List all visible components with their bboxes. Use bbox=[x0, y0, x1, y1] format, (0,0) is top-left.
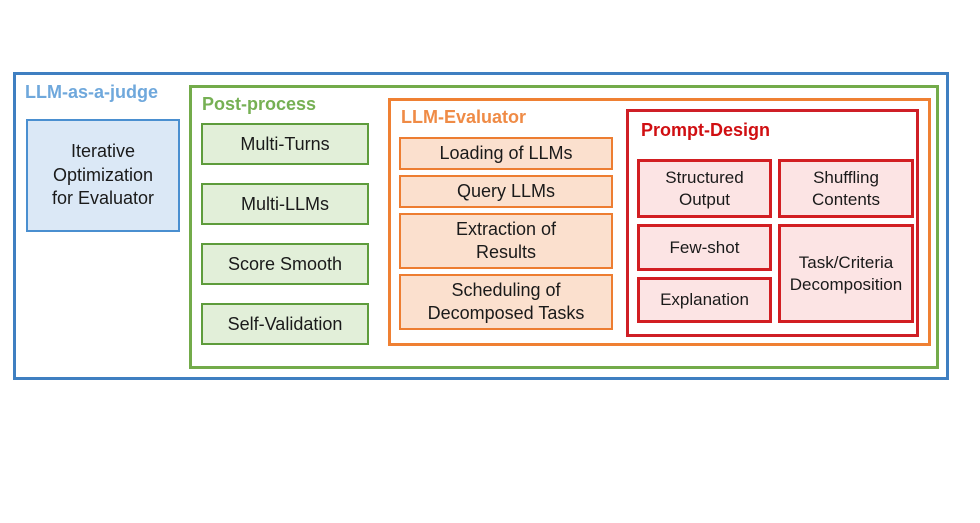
card-label: Loading of LLMs bbox=[439, 142, 573, 163]
card-line-2: Decomposed Tasks bbox=[427, 303, 585, 323]
group-post-process: Post-process Multi-Turns Multi-LLMs Scor… bbox=[189, 85, 939, 369]
group-title-llm-as-a-judge: LLM-as-a-judge bbox=[25, 82, 158, 102]
card-loading-of-llms: Loading of LLMs bbox=[399, 137, 613, 170]
card-line-2: Decomposition bbox=[789, 274, 903, 294]
card-structured-output: Structured Output bbox=[637, 159, 772, 218]
card-line-1: Scheduling of bbox=[451, 279, 561, 300]
card-line-2: Contents bbox=[811, 189, 881, 209]
group-title-prompt-design: Prompt-Design bbox=[641, 120, 771, 140]
card-score-smooth: Score Smooth bbox=[201, 243, 369, 285]
prompt-design-card-grid: Structured Output Few-shot Explanation bbox=[637, 159, 914, 329]
prompt-design-left-column: Structured Output Few-shot Explanation bbox=[637, 159, 772, 329]
card-line-2: Optimization bbox=[52, 164, 154, 185]
post-process-card-list: Multi-Turns Multi-LLMs Score Smooth Self… bbox=[201, 123, 369, 363]
card-label: Multi-Turns bbox=[240, 133, 330, 154]
group-title-llm-evaluator: LLM-Evaluator bbox=[401, 107, 527, 127]
card-label: Few-shot bbox=[669, 237, 740, 257]
card-label: Query LLMs bbox=[456, 180, 556, 201]
card-explanation: Explanation bbox=[637, 277, 772, 323]
card-shuffling-contents: Shuffling Contents bbox=[778, 159, 914, 218]
card-extraction-of-results: Extraction of Results bbox=[399, 213, 613, 269]
card-scheduling-of-decomposed-tasks: Scheduling of Decomposed Tasks bbox=[399, 274, 613, 330]
card-self-validation: Self-Validation bbox=[201, 303, 369, 345]
llm-evaluator-card-list: Loading of LLMs Query LLMs Extraction of… bbox=[399, 137, 613, 335]
card-label: Score Smooth bbox=[227, 253, 343, 274]
card-task-criteria-decomposition: Task/Criteria Decomposition bbox=[778, 224, 914, 323]
card-line-2: Results bbox=[475, 242, 536, 262]
prompt-design-right-column: Shuffling Contents Task/Criteria Decompo… bbox=[778, 159, 914, 329]
card-few-shot: Few-shot bbox=[637, 224, 772, 271]
group-prompt-design: Prompt-Design Structured Output Few-shot bbox=[626, 109, 919, 337]
card-line-2: Output bbox=[678, 189, 731, 209]
card-line-3: for Evaluator bbox=[51, 188, 155, 209]
group-llm-evaluator: LLM-Evaluator Loading of LLMs Query LLMs… bbox=[388, 98, 931, 346]
card-multi-llms: Multi-LLMs bbox=[201, 183, 369, 225]
card-line-1: Shuffling bbox=[813, 168, 879, 188]
card-line-1: Structured bbox=[665, 168, 744, 188]
card-label: Explanation bbox=[660, 290, 749, 310]
card-multi-turns: Multi-Turns bbox=[201, 123, 369, 165]
card-label: Multi-LLMs bbox=[240, 193, 329, 214]
card-line-1: Extraction of bbox=[455, 218, 557, 239]
card-label: Self-Validation bbox=[227, 313, 343, 334]
card-query-llms: Query LLMs bbox=[399, 175, 613, 208]
card-line-1: Task/Criteria bbox=[798, 253, 894, 273]
card-line-1: Iterative bbox=[70, 140, 136, 161]
framework-diagram: LLM-as-a-judge Iterative Optimization fo… bbox=[13, 72, 949, 380]
group-title-post-process: Post-process bbox=[202, 94, 317, 114]
card-iterative-optimization-for-evaluator: Iterative Optimization for Evaluator bbox=[26, 119, 180, 232]
